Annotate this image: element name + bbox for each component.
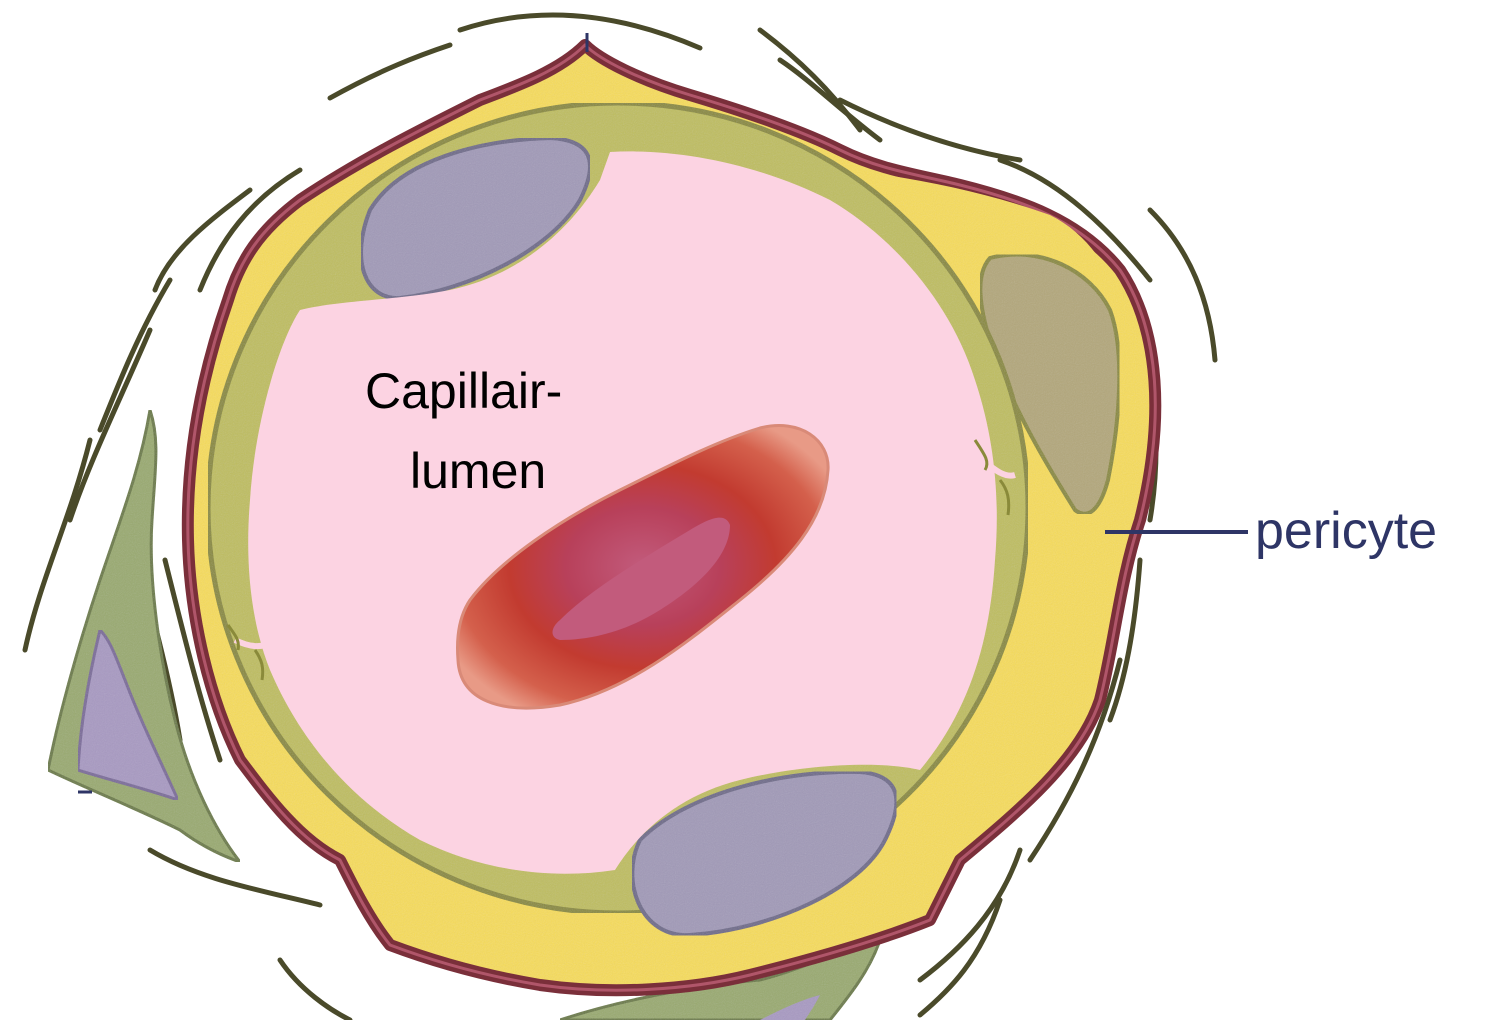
fiber-right-4 [1107,557,1143,723]
red-blood-cell [456,424,830,710]
fiber-bottom-left-2 [277,957,353,1020]
endothelial-nucleus-top [359,135,592,301]
fiber-bottom-left [147,847,323,908]
pericyte-label: pericyte [1255,502,1437,560]
fibroblast-left [46,409,245,866]
basement-membrane-highlight [186,43,1157,992]
fibroblast-bottom-nucleus [760,995,820,1020]
fiber-top-right-2 [777,57,883,143]
fiber-right-2 [1147,207,1218,363]
fiber-top-2 [457,12,703,51]
fibroblast-left-nucleus [76,627,181,803]
fiber-right-5 [1027,657,1123,863]
cell-junction-outlines [226,439,1011,681]
lumen-label-line2: lumen [410,443,546,499]
fiber-left-top-2 [197,167,303,293]
fiber-top-right-3 [837,97,1023,163]
fiber-bottom-right-2 [917,897,1003,1018]
fiber-top [327,42,453,101]
fiber-left-5 [162,557,223,763]
fiber-left-3 [22,437,93,653]
endothelial-nuclei [359,135,899,938]
endothelial-nucleus-bottom [630,769,899,938]
fiber-bottom-right [917,847,1023,983]
rbc-center [552,517,730,640]
fiber-left [97,277,173,433]
lumen-label-line1: Capillair- [365,363,562,419]
fiber-left-2 [67,327,153,523]
fiber-left-top [152,187,253,293]
fiber-right [997,157,1153,283]
